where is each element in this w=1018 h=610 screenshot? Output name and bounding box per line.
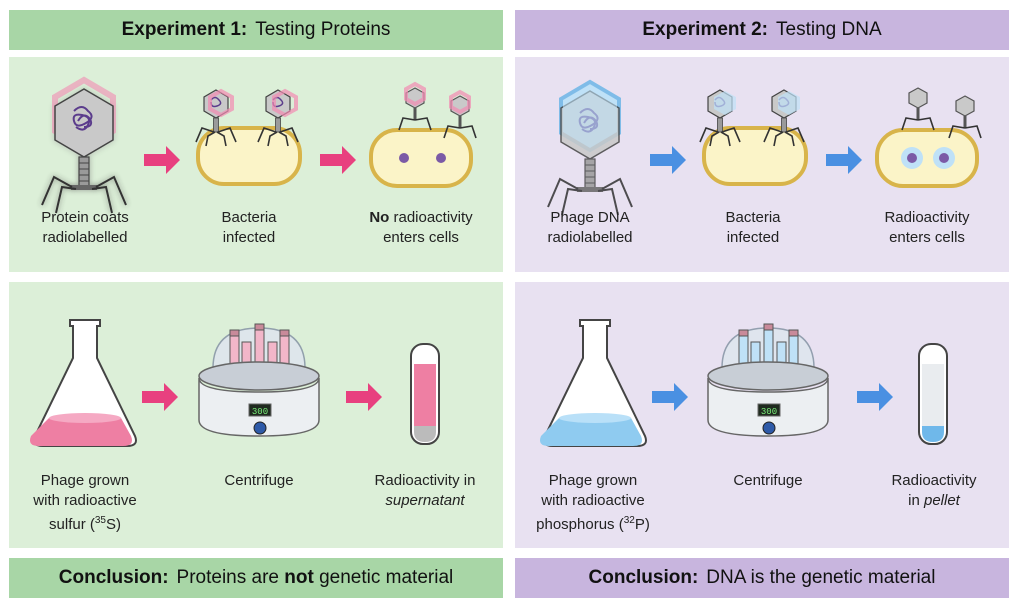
centrifuge-display: 300	[761, 407, 777, 417]
experiment-2-label: Experiment 2:	[642, 19, 769, 40]
caption-centrifuge: Centrifuge	[733, 472, 803, 489]
bacterium-no-radioactivity	[369, 81, 478, 188]
exp1-conclusion: Conclusion: Proteins are not genetic mate…	[9, 558, 503, 598]
labelled-protein-phage	[41, 76, 127, 214]
arrow-icon	[652, 383, 688, 411]
arrow-icon	[320, 146, 356, 174]
bacterium-radioactive	[875, 86, 983, 188]
arrow-icon	[144, 146, 180, 174]
exp1-conclusion-text: Proteins are not genetic material	[176, 567, 454, 588]
arrow-icon	[346, 383, 382, 411]
caption-pellet: Radioactivity in pellet	[891, 472, 977, 509]
caption-centrifuge: Centrifuge	[224, 472, 294, 489]
exp2-conclusion-text: DNA is the genetic material	[706, 567, 936, 588]
experiment-1-header: Experiment 1: Testing Proteins	[9, 10, 503, 50]
test-tube-supernatant	[410, 343, 440, 445]
centrifuge	[707, 323, 829, 437]
exp1-conclusion-label: Conclusion:	[58, 567, 169, 588]
centrifuge	[198, 323, 320, 437]
arrow-icon	[650, 146, 686, 174]
arrow-icon	[142, 383, 178, 411]
arrow-icon	[857, 383, 893, 411]
flask-sulfur	[30, 319, 137, 447]
experiment-2-title: Testing DNA	[776, 19, 882, 40]
exp2-conclusion: Conclusion: DNA is the genetic material	[515, 558, 1009, 598]
infected-bacterium	[699, 89, 808, 186]
exp2-conclusion-label: Conclusion:	[588, 567, 699, 588]
experiment-1-label: Experiment 1:	[121, 19, 248, 40]
infected-bacterium	[195, 88, 302, 186]
labelled-dna-phage	[547, 79, 633, 216]
experiment-2-header: Experiment 2: Testing DNA	[515, 10, 1009, 50]
arrow-icon	[826, 146, 862, 174]
test-tube-pellet	[918, 343, 948, 445]
flask-phosphorus	[540, 319, 647, 447]
centrifuge-display: 300	[252, 407, 268, 417]
experiment-1-title: Testing Proteins	[255, 19, 391, 40]
